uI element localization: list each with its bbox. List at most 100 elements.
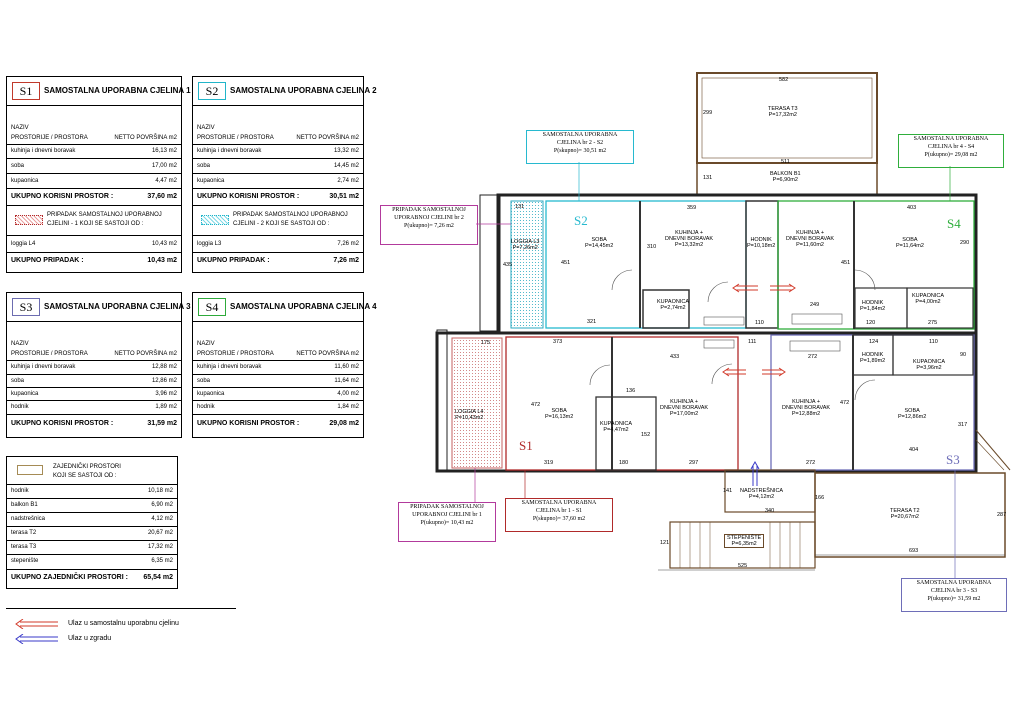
dim-label: 175 bbox=[481, 340, 491, 346]
table-title: SAMOSTALNA UPORABNA CJELINA 3 bbox=[44, 302, 191, 311]
row-value: 2,74 m2 bbox=[337, 178, 359, 184]
row-value: 12,86 m2 bbox=[151, 378, 177, 384]
table-unit-s4: S4 SAMOSTALNA UPORABNA CJELINA 4 NAZIV P… bbox=[192, 292, 377, 438]
table-title: SAMOSTALNA UPORABNA CJELINA 4 bbox=[230, 302, 377, 311]
terasa-t2 bbox=[814, 472, 1006, 558]
table-unit-s2: S2 SAMOSTALNA UPORABNA CJELINA 2 NAZIV P… bbox=[192, 76, 377, 273]
row-label: soba bbox=[11, 378, 25, 384]
dim-label: 340 bbox=[765, 508, 775, 514]
unit-code: S4 bbox=[198, 298, 226, 316]
row-value: 1,89 m2 bbox=[155, 404, 177, 410]
row-label: soba bbox=[197, 163, 211, 169]
row-value: 13,32 m2 bbox=[333, 148, 359, 154]
total-value: 37,60 m2 bbox=[147, 193, 177, 200]
total-value: 7,26 m2 bbox=[333, 257, 359, 264]
row-label: kupaonica bbox=[197, 391, 225, 397]
dim-label: 310 bbox=[647, 244, 657, 250]
legend-red-label: Ulaz u samostalnu uporabnu cjelinu bbox=[68, 620, 179, 627]
row-value: 1,84 m2 bbox=[337, 404, 359, 410]
row-value: 10,18 m2 bbox=[147, 488, 173, 494]
total-value: 65,54 m2 bbox=[143, 574, 173, 581]
table-header: S3 SAMOSTALNA UPORABNA CJELINA 3 bbox=[7, 293, 191, 322]
unit-tag-s2: S2 bbox=[574, 213, 588, 228]
row-label: kupaonica bbox=[11, 391, 39, 397]
row-label: loggia L4 bbox=[11, 241, 36, 247]
col-header: NETTO POVRŠINA m2 bbox=[114, 351, 177, 357]
table-title: SAMOSTALNA UPORABNA CJELINA 2 bbox=[230, 86, 377, 95]
dim-label: 120 bbox=[866, 320, 876, 326]
dim-label: 297 bbox=[689, 460, 699, 466]
row-value: 16,13 m2 bbox=[151, 148, 177, 154]
dim-label: 693 bbox=[909, 548, 919, 554]
row-value: 4,00 m2 bbox=[337, 391, 359, 397]
dim-label: 511 bbox=[781, 159, 790, 165]
unit-code: S3 bbox=[12, 298, 40, 316]
legend-text: KOJI SE SASTOJI OD : bbox=[53, 473, 117, 479]
row-label: stepenište bbox=[11, 558, 39, 564]
dim-label: 404 bbox=[909, 447, 919, 453]
row-value: 6,35 m2 bbox=[151, 558, 173, 564]
dim-label: 472 bbox=[840, 400, 850, 406]
dim-label: 110 bbox=[755, 320, 764, 326]
table-unit-s3: S3 SAMOSTALNA UPORABNA CJELINA 3 NAZIV P… bbox=[6, 292, 191, 438]
col-header: NETTO POVRŠINA m2 bbox=[114, 135, 177, 141]
dim-label: 141 bbox=[723, 488, 733, 494]
col-header: NAZIV bbox=[11, 341, 29, 347]
row-label: kuhinja i dnevni boravak bbox=[11, 148, 76, 154]
dim-label: 272 bbox=[808, 354, 818, 360]
dim-label: 152 bbox=[641, 432, 651, 438]
dim-label: 275 bbox=[928, 320, 938, 326]
blue-entry-arrow-icon bbox=[750, 460, 760, 486]
dim-label: 249 bbox=[810, 302, 820, 308]
dim-label: 131 bbox=[515, 204, 525, 210]
dim-label: 131 bbox=[703, 175, 713, 181]
total-value: 10,43 m2 bbox=[147, 257, 177, 264]
dim-label: 290 bbox=[960, 240, 970, 246]
loggia-l3 bbox=[510, 200, 544, 329]
row-value: 17,00 m2 bbox=[151, 163, 177, 169]
dim-label: 317 bbox=[958, 422, 968, 428]
row-value: 6,90 m2 bbox=[151, 502, 173, 508]
dim-label: 124 bbox=[869, 339, 879, 345]
col-header: PROSTORIJE / PROSTORA bbox=[197, 351, 274, 357]
row-label: kuhinja i dnevni boravak bbox=[197, 148, 262, 154]
unit-code: S2 bbox=[198, 82, 226, 100]
row-label: hodnik bbox=[197, 404, 215, 410]
dim-label: 433 bbox=[670, 354, 680, 360]
col-header: NETTO POVRŠINA m2 bbox=[296, 351, 359, 357]
red-entry-arrow-icon bbox=[722, 283, 796, 377]
table-header: S1 SAMOSTALNA UPORABNA CJELINA 1 bbox=[7, 77, 191, 106]
red-arrow-icon bbox=[15, 619, 58, 629]
total-label: UKUPNO KORISNI PROSTOR : bbox=[11, 420, 114, 427]
table-common-spaces: ZAJEDNIČKI PROSTORI KOJI SE SASTOJI OD :… bbox=[6, 456, 178, 589]
row-label: terasa T2 bbox=[11, 530, 37, 536]
dim-label: 287 bbox=[997, 512, 1007, 518]
total-label: UKUPNO KORISNI PROSTOR : bbox=[197, 420, 300, 427]
table-title: SAMOSTALNA UPORABNA CJELINA 1 bbox=[44, 86, 191, 95]
dim-label: 121 bbox=[660, 540, 670, 546]
total-label: UKUPNO KORISNI PROSTOR : bbox=[11, 193, 114, 200]
total-label: UKUPNO PRIPADAK : bbox=[11, 257, 84, 264]
dim-label: 451 bbox=[561, 260, 571, 266]
total-value: 30,51 m2 bbox=[329, 193, 359, 200]
row-value: 3,96 m2 bbox=[155, 391, 177, 397]
dim-label: 359 bbox=[687, 205, 697, 211]
common-swatch bbox=[17, 465, 43, 475]
dim-label: 373 bbox=[553, 339, 563, 345]
arrow-legend: Ulaz u samostalnu uporabnu cjelinu Ulaz … bbox=[6, 608, 236, 649]
row-value: 4,12 m2 bbox=[151, 516, 173, 522]
